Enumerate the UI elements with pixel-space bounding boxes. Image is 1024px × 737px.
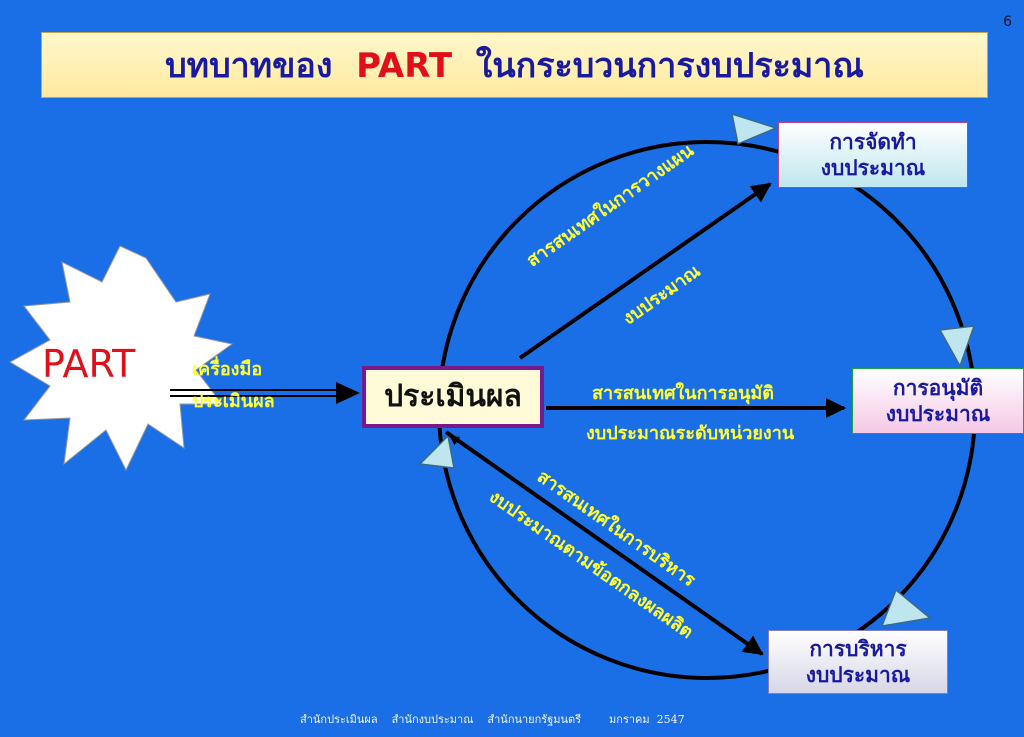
evaluation-node-label: ประเมินผล xyxy=(384,379,522,414)
cycle-arrowhead-top xyxy=(731,112,779,146)
node-approve-line2: งบประมาณ xyxy=(885,402,991,426)
tool-label-line2: ประเมินผล xyxy=(192,391,275,412)
page-number: 6 xyxy=(1003,14,1012,30)
node-budget-preparation: การจัดทำ งบประมาณ xyxy=(778,122,968,188)
title-banner: บทบาทของ PART ในกระบวนการงบประมาณ xyxy=(41,32,988,98)
arrow-from-manage-back xyxy=(449,435,761,653)
arrow-to-prepare xyxy=(518,182,772,360)
tool-label-line1: เครื่องมือ xyxy=(192,359,263,380)
cycle-arrowhead-left xyxy=(418,434,455,469)
title-post: ในกระบวนการงบประมาณ xyxy=(475,46,864,86)
label-to-approve-line2: งบประมาณระดับหน่วยงาน xyxy=(586,423,795,444)
tool-arrowhead xyxy=(336,382,360,404)
label-to-approve-line1: สารสนเทศในการอนุมัติ xyxy=(592,383,774,404)
part-label: PART xyxy=(42,342,136,386)
evaluation-node: ประเมินผล xyxy=(362,366,544,428)
node-approve-line1: การอนุมัติ xyxy=(892,376,984,400)
title-highlight: PART xyxy=(356,46,453,86)
node-prepare-line1: การจัดทำ xyxy=(829,130,917,154)
node-budget-management: การบริหาร งบประมาณ xyxy=(768,630,948,694)
node-prepare-line2: งบประมาณ xyxy=(820,156,926,180)
slide-title: บทบาทของ PART ในกระบวนการงบประมาณ xyxy=(165,38,864,92)
node-manage-line1: การบริหาร xyxy=(809,637,907,661)
part-starburst xyxy=(8,245,234,472)
cycle-arrowhead-bottom xyxy=(880,588,932,627)
title-pre: บทบาทของ xyxy=(165,46,333,86)
cycle-arrowhead-right xyxy=(938,325,976,368)
node-manage-line2: งบประมาณ xyxy=(805,663,911,687)
node-budget-approval: การอนุมัติ งบประมาณ xyxy=(852,368,1024,434)
footer-credit: สำนักประเมินผล สำนักงบประมาณ สำนักนายกรั… xyxy=(300,713,685,726)
